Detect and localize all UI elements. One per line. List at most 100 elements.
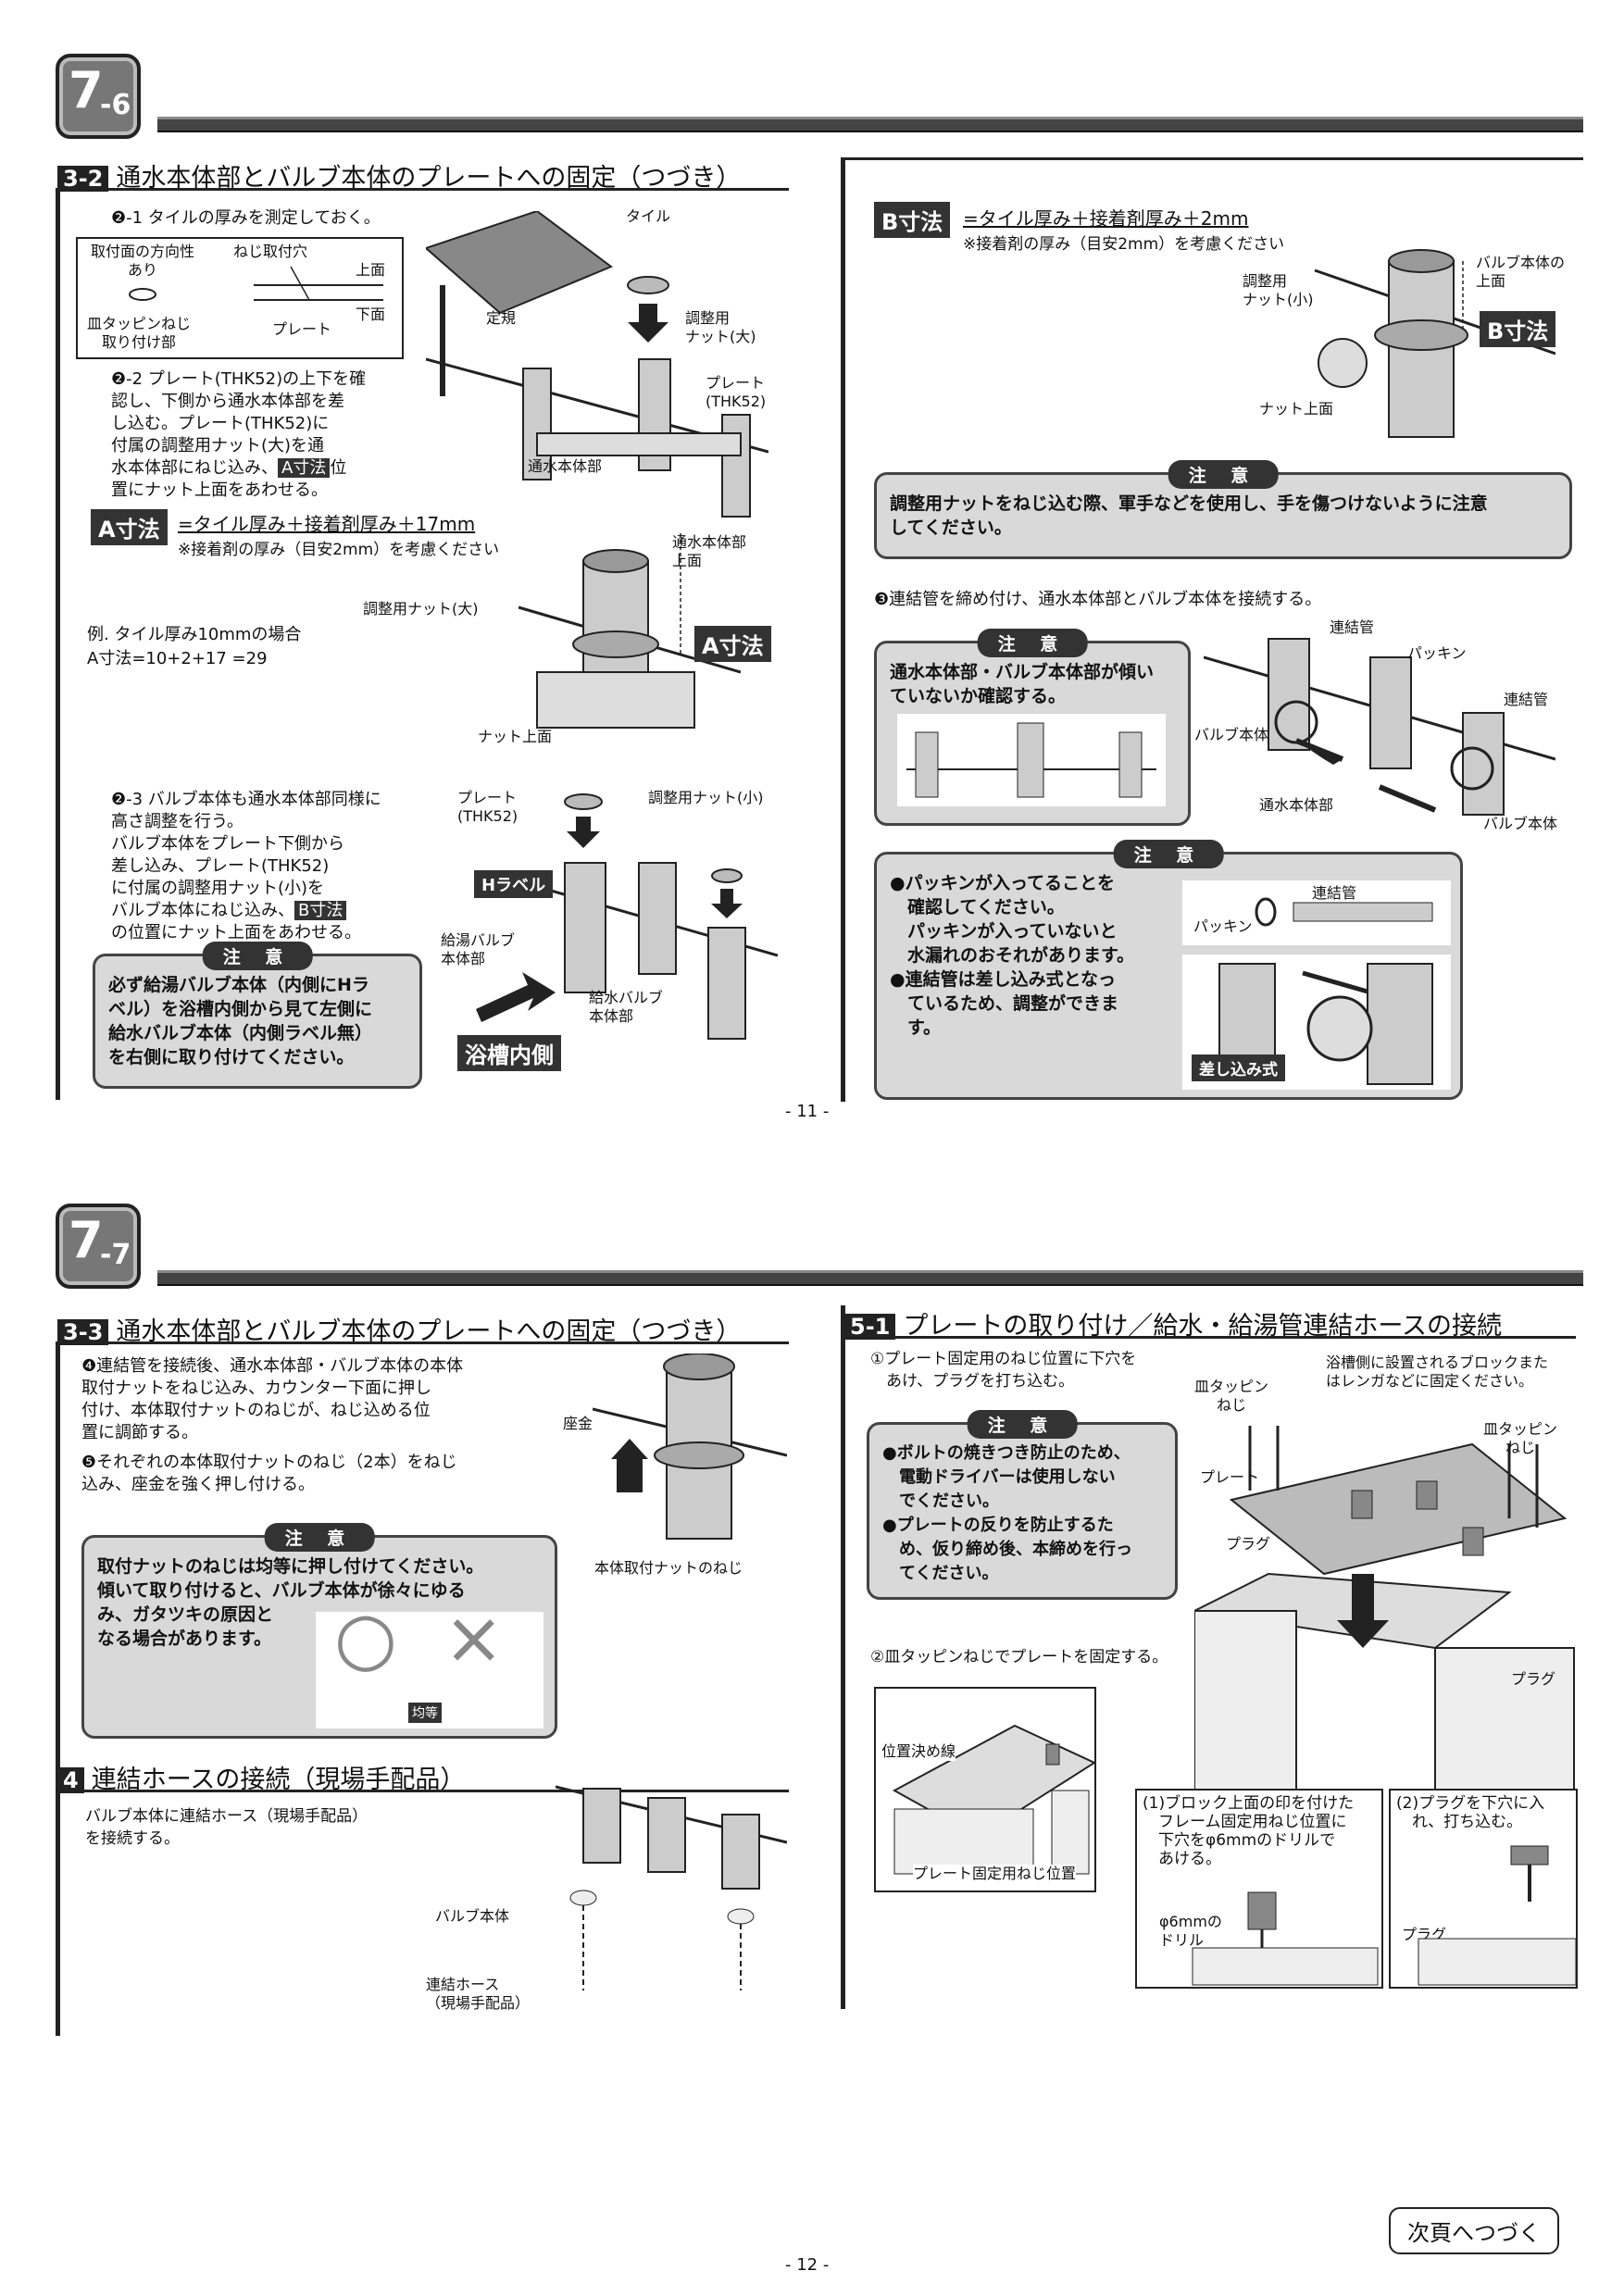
block-note: 浴槽側に設置されるブロックまた はレンガなどに固定ください。	[1326, 1354, 1549, 1390]
plate-direction-diagram: 取付面の方向性あり ねじ取付穴 上面 プレート 下面 皿タッピンねじ取り付け部	[76, 237, 404, 359]
right-column-topline	[843, 157, 1583, 160]
chapter-sub: -6	[100, 89, 131, 121]
body-label: 通水本体部	[1259, 796, 1334, 814]
direction-label: 取付面の方向性あり	[91, 243, 195, 279]
caution-box-1: 注 意 必ず給湯バルブ本体（内側にHラ ベル）を浴槽内側から見て左側に 給水バル…	[93, 942, 422, 1089]
caution-label: 注 意	[977, 629, 1088, 657]
washer-label: 座金	[563, 1415, 593, 1432]
hose-label: 連結ホース （現場手配品）	[426, 1976, 531, 2012]
b-dim-note: ※接着剤の厚み（目安2mm）を考慮ください	[963, 235, 1285, 254]
plug-step-box: (2)プラグを下穴に入 れ、打ち込む。 プラグ	[1389, 1789, 1578, 1989]
pipe-label-2: 連結管	[1504, 691, 1549, 708]
a-nut-label: 調整用ナット(大)	[363, 600, 479, 618]
alignment-check-drawing	[897, 714, 1166, 806]
step-4: ❹連結管を接続後、通水本体部・バルブ本体の本体 取付ナットをねじ込み、カウンター…	[81, 1356, 464, 1442]
ng-mark: ×	[443, 1597, 505, 1680]
ok-ng-comparison: ○ × 均等	[316, 1597, 543, 1728]
valve-label-1: バルブ本体	[1194, 726, 1269, 743]
b-valve-top-label: バルブ本体の 上面	[1476, 254, 1566, 290]
plate-section-drawing	[129, 266, 383, 301]
v-plate-label: プレート (THK52)	[457, 789, 518, 825]
caution-text: ●ボルトの焼きつき防止のため、 電動ドライバーは使用しない でください。 ●プレ…	[882, 1443, 1132, 1583]
right-column-bar	[841, 157, 845, 1102]
chapter-number: 7	[69, 1211, 104, 1269]
caution-box-2: 注 意 調整用ナットをねじ込む際、軍手などを使用し、手を傷つけないように注意 し…	[874, 460, 1572, 559]
v-nut-small-label: 調整用ナット(小)	[648, 789, 764, 806]
step-2-1: ❷-1 タイルの厚みを測定しておく。	[111, 208, 381, 228]
caution-text: 必ず給湯バルブ本体（内側にHラ ベル）を浴槽内側から見て左側に 給水バルブ本体（…	[108, 975, 373, 1067]
packing-detail: パッキン 連結管	[1182, 880, 1451, 945]
hammer-drawing	[1418, 1845, 1576, 1986]
a-dim-inline-tag: A寸法	[278, 458, 331, 478]
valve-label-2: バルブ本体	[1483, 815, 1558, 832]
position-line-box: 位置決め線 プレート固定用ねじ位置	[874, 1687, 1096, 1892]
step-2-3: ❷-3 バルブ本体も通水本体部同様に 高さ調整を行う。 バルブ本体をプレート下側…	[111, 790, 381, 942]
tile-label: タイル	[626, 207, 671, 225]
step-5-1-a: ①プレート固定用のねじ位置に下穴を あけ、プラグを打ち込む。	[870, 1350, 1137, 1391]
packing-ring-drawing	[1255, 897, 1433, 927]
right-column-bar	[841, 1305, 845, 2009]
chapter-badge-7-7: 7 -7	[56, 1204, 141, 1289]
a-dim-tag-2: A寸法	[694, 626, 771, 662]
h-label-tag: Hラベル	[474, 870, 554, 898]
plug-label-2: プラグ	[1511, 1670, 1556, 1688]
drill-step-box: (1)ブロック上面の印を付けた フレーム固定用ねじ位置に 下穴をφ6mmのドリル…	[1135, 1789, 1383, 1989]
connection-illustration	[1204, 638, 1555, 816]
example-line-1: 例. タイル厚み10mmの場合	[87, 625, 302, 644]
even-tag: 均等	[408, 1703, 442, 1723]
b-dim-tag-2: B寸法	[1480, 311, 1556, 347]
caution-label: 注 意	[264, 1523, 375, 1552]
caution-box-4: 注 意 ●パッキンが入ってることを 確認してください。 パッキンが入っていないと…	[874, 840, 1463, 1100]
a-dim-note: ※接着剤の厚み（目安2mm）を考慮ください	[178, 541, 500, 559]
hose-step: バルブ本体に連結ホース（現場手配品） を接続する。	[85, 1807, 369, 1848]
a-nut-top-label: ナット上面	[478, 728, 553, 745]
body-nut-illustration	[593, 1354, 787, 1540]
nut-large-label: 調整用 ナット(大)	[685, 309, 756, 345]
dish-screw-label-1: 皿タッピン ねじ	[1194, 1378, 1269, 1414]
section-underline	[57, 1341, 789, 1344]
caution-text: ●パッキンが入ってることを 確認してください。 パッキンが入っていないと 水漏れ…	[890, 873, 1135, 1038]
a-dim-illustration	[518, 533, 741, 729]
ok-mark: ○	[334, 1597, 398, 1680]
insert-detail: 差し込み式	[1182, 955, 1451, 1090]
step-5: ❺それぞれの本体取付ナットのねじ（2本）をねじ 込み、座金を強く押し付ける。	[81, 1453, 457, 1494]
pipe-label-1: 連結管	[1330, 618, 1375, 636]
caution-box-5: 注 意 取付ナットのねじは均等に押し付けてください。 傾いて取り付けると、バルブ…	[81, 1523, 557, 1739]
a-body-top-label: 通水本体部 上面	[672, 533, 747, 569]
chapter-badge-7-6: 7 -6	[56, 54, 141, 139]
b-dim-formula: =タイル厚み＋接着剤厚み＋2mm	[963, 207, 1249, 230]
caution-text: 取付ナットのねじは均等に押し付けてください。 傾いて取り付けると、バルブ本体が徐…	[97, 1556, 484, 1649]
screw-hole-label: ねじ取付穴	[233, 243, 308, 260]
section-underline	[57, 1790, 789, 1792]
nut-screw-label: 本体取付ナットのねじ	[594, 1559, 743, 1577]
section-underline	[57, 188, 789, 191]
left-column-bar	[56, 1341, 60, 2036]
ruler-label: 定規	[486, 309, 517, 327]
section-title: プレートの取り付け／給水・給湯管連結ホースの接続	[903, 1312, 1503, 1341]
left-column-bar	[56, 188, 60, 1100]
plug-label-1: プラグ	[1226, 1535, 1271, 1553]
packing-detail-label: パッキン	[1193, 917, 1253, 935]
tile-measure-illustration	[426, 211, 768, 518]
tub-inside-tag: 浴槽内側	[457, 1035, 561, 1071]
section-number: 3-3	[57, 1319, 109, 1345]
hot-valve-label: 給湯バルブ 本体部	[441, 931, 516, 967]
caution-box-3: 注 意 通水本体部・バルブ本体部が傾い ていないか確認する。	[874, 629, 1191, 826]
plate-label-5: プレート	[1200, 1468, 1260, 1486]
example-line-2: A寸法=10+2+17 =29	[87, 649, 268, 668]
packing-label: パッキン	[1407, 644, 1467, 662]
caution-text: 調整用ナットをねじ込む際、軍手などを使用し、手を傷つけないように注意 してくださ…	[890, 493, 1488, 538]
step-3: ❸連結管を締め付け、通水本体部とバルブ本体を接続する。	[874, 590, 1322, 609]
plate-label: プレート	[272, 320, 332, 338]
page-number-12: - 12 -	[785, 2255, 830, 2275]
screw-position-label: プレート固定用ねじ位置	[913, 1865, 1077, 1883]
b-dim-inline-tag: B寸法	[294, 901, 347, 920]
continue-next-page: 次頁へつづく	[1389, 2207, 1559, 2254]
section-title: 通水本体部とバルブ本体のプレートへの固定（つづき）	[116, 164, 742, 193]
header-rule	[157, 1270, 1583, 1286]
caution-label: 注 意	[1168, 460, 1279, 489]
caution-box-6: 注 意 ●ボルトの焼きつき防止のため、 電動ドライバーは使用しない でください。…	[867, 1410, 1178, 1600]
